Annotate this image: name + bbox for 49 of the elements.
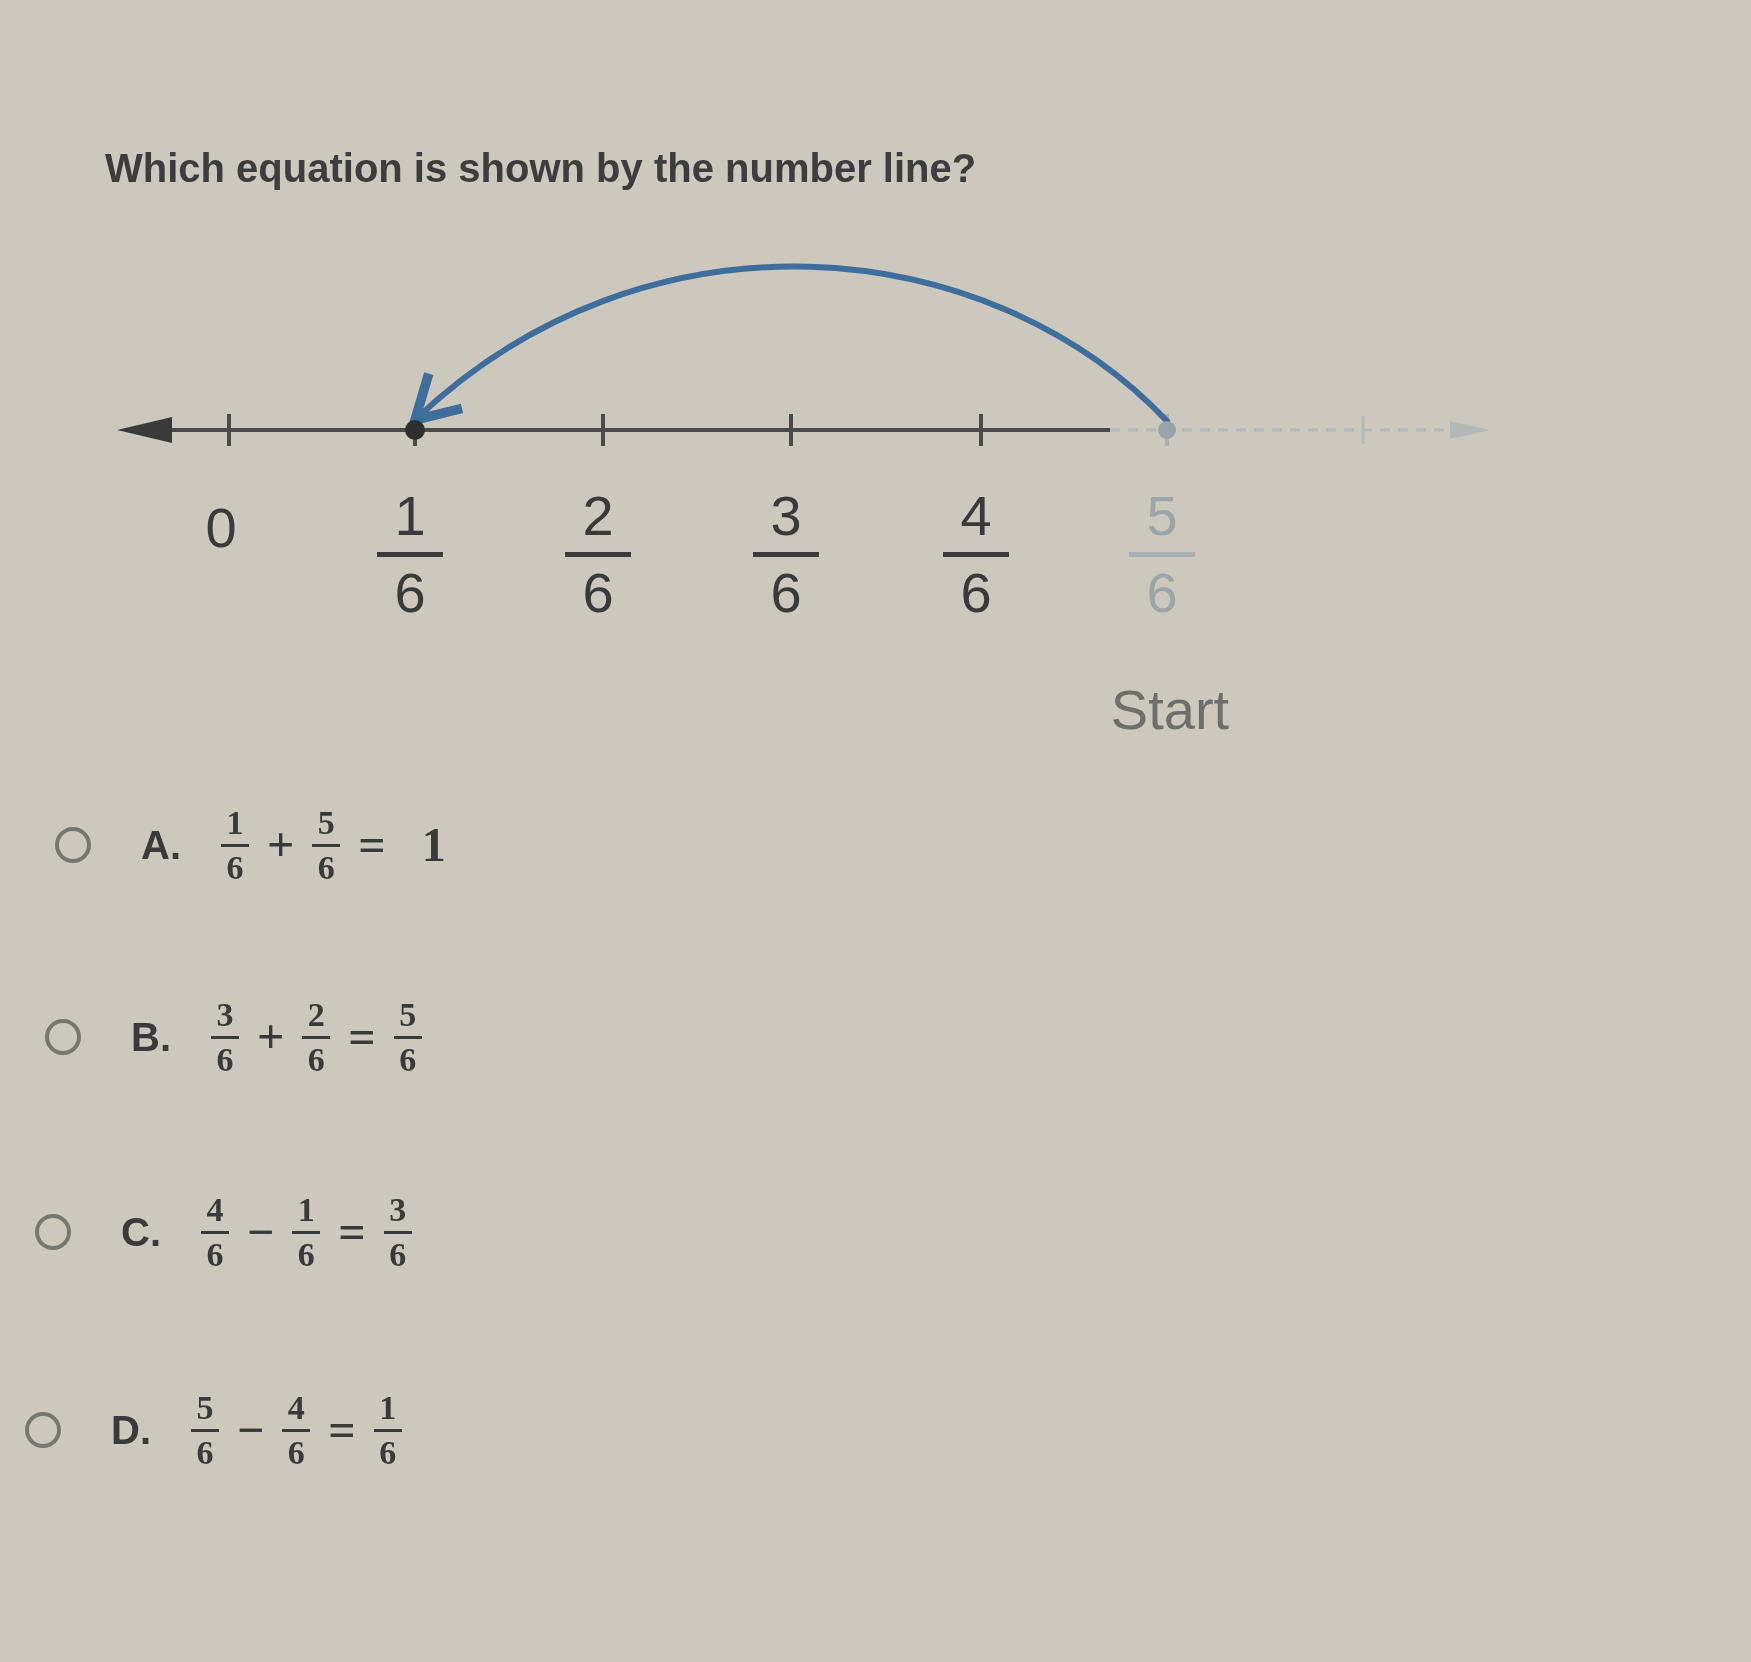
denominator: 6 bbox=[226, 850, 244, 885]
denominator: 6 bbox=[206, 1237, 224, 1272]
math-symbol: + bbox=[267, 821, 295, 869]
math-symbol: = bbox=[328, 1406, 356, 1454]
jump-arrow bbox=[410, 263, 1170, 425]
option-letter: D. bbox=[111, 1407, 151, 1454]
denominator: 6 bbox=[399, 1042, 417, 1077]
denominator: 6 bbox=[394, 565, 426, 621]
numerator: 2 bbox=[582, 488, 614, 544]
number-line-point bbox=[1158, 421, 1176, 439]
denominator: 6 bbox=[770, 565, 802, 621]
numerator: 4 bbox=[287, 1390, 305, 1425]
numerator: 4 bbox=[206, 1192, 224, 1227]
math-symbol: − bbox=[237, 1406, 265, 1454]
denominator: 6 bbox=[297, 1237, 315, 1272]
numerator: 3 bbox=[770, 488, 802, 544]
numerator: 5 bbox=[196, 1390, 214, 1425]
numerator: 3 bbox=[389, 1192, 407, 1227]
numerator: 1 bbox=[379, 1390, 397, 1425]
denominator: 6 bbox=[960, 565, 992, 621]
question-text: Which equation is shown by the number line? bbox=[105, 145, 977, 192]
numerator: 1 bbox=[297, 1192, 315, 1227]
denominator: 6 bbox=[196, 1435, 214, 1470]
math-symbol: − bbox=[247, 1208, 275, 1256]
start-label: Start bbox=[1110, 682, 1230, 738]
math-symbol: = bbox=[358, 821, 386, 869]
math-symbol: 1 bbox=[421, 821, 446, 869]
numerator: 5 bbox=[399, 997, 417, 1032]
option-letter: A. bbox=[141, 822, 181, 869]
denominator: 6 bbox=[287, 1435, 305, 1470]
number-line-point bbox=[405, 420, 425, 440]
denominator: 6 bbox=[216, 1042, 234, 1077]
numerator: 5 bbox=[317, 805, 335, 840]
denominator: 6 bbox=[317, 850, 335, 885]
denominator: 6 bbox=[389, 1237, 407, 1272]
tick-label: 0 bbox=[205, 500, 237, 556]
numerator: 1 bbox=[394, 488, 426, 544]
numerator: 2 bbox=[307, 997, 325, 1032]
denominator: 6 bbox=[307, 1042, 325, 1077]
numerator: 4 bbox=[960, 488, 992, 544]
option-letter: C. bbox=[121, 1209, 161, 1256]
math-symbol: = bbox=[348, 1013, 376, 1061]
math-symbol: = bbox=[338, 1208, 366, 1256]
numerator: 1 bbox=[226, 805, 244, 840]
denominator: 6 bbox=[379, 1435, 397, 1470]
numerator: 3 bbox=[216, 997, 234, 1032]
denominator: 6 bbox=[582, 565, 614, 621]
math-symbol: + bbox=[257, 1013, 285, 1061]
option-letter: B. bbox=[131, 1014, 171, 1061]
